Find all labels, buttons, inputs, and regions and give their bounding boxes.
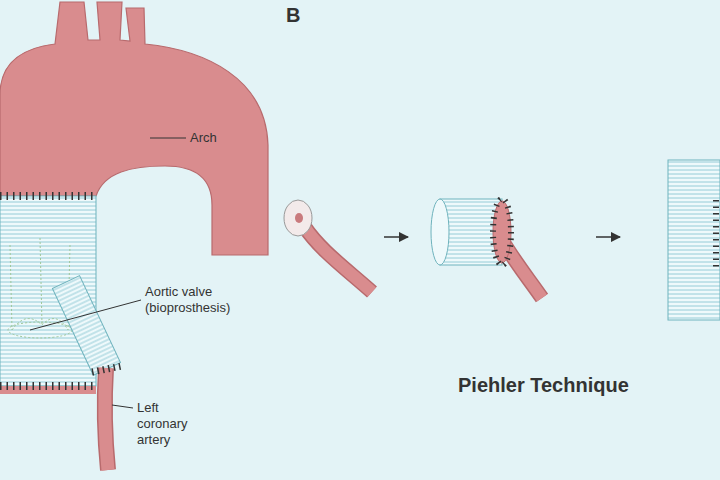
suture-line bbox=[92, 366, 122, 372]
step-arrow bbox=[596, 236, 620, 238]
suture-line bbox=[0, 382, 96, 390]
leader-line bbox=[112, 405, 133, 408]
part-label: Left coronary artery bbox=[137, 400, 205, 448]
annulus bbox=[0, 386, 96, 394]
coronary-artery bbox=[105, 368, 108, 470]
part-label: Arch bbox=[190, 130, 217, 146]
leader-line bbox=[150, 138, 186, 139]
suture-line bbox=[493, 199, 511, 265]
coronary-artery bbox=[105, 368, 108, 470]
coronary-artery bbox=[304, 226, 372, 292]
coronary-button bbox=[284, 200, 312, 236]
technique-title: Piehler Technique bbox=[458, 373, 629, 398]
coronary-graft bbox=[52, 276, 120, 376]
panel-letter: B bbox=[286, 3, 300, 28]
part-label: Aortic valve (bioprosthesis) bbox=[145, 284, 265, 316]
suture-line bbox=[713, 200, 719, 270]
coronary-artery bbox=[304, 226, 372, 292]
leader-line bbox=[30, 300, 141, 330]
suture-line bbox=[0, 192, 96, 200]
aortic-graft bbox=[668, 160, 720, 320]
step-arrow bbox=[384, 236, 408, 238]
coronary-ostium bbox=[295, 213, 303, 223]
graft-cylinder-end bbox=[431, 199, 449, 265]
